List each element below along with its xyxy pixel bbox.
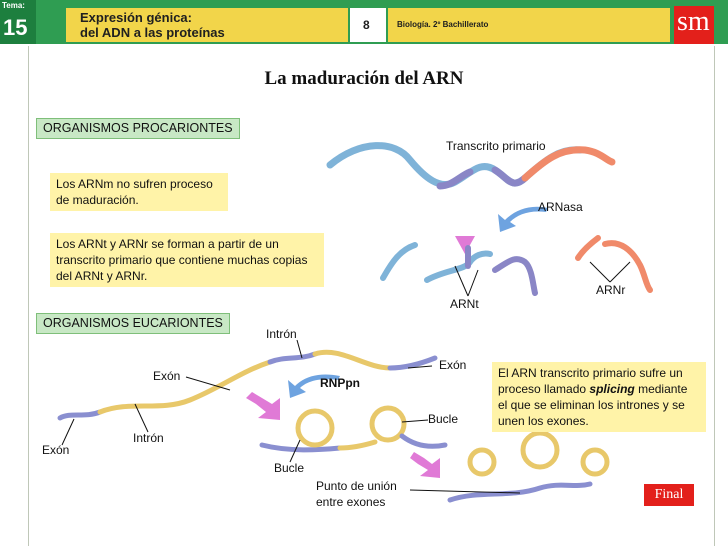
final-button[interactable]: Final <box>644 484 694 506</box>
section-label-prokaryotes: ORGANISMOS PROCARIONTES <box>36 118 240 139</box>
label-splice-junction-1: Punto de unión <box>316 479 397 493</box>
label-exon-right: Exón <box>439 358 467 372</box>
page-number-panel <box>350 8 386 42</box>
note-splicing-term: splicing <box>589 382 635 396</box>
sm-logo-text: sm <box>677 6 710 37</box>
rnppn-arrow-icon <box>288 374 340 398</box>
frame-left <box>28 46 29 546</box>
label-arnasa: ARNasa <box>538 200 583 214</box>
topic-title-line2: del ADN a las proteínas <box>80 25 225 40</box>
tema-number: 15 <box>3 15 28 40</box>
note-splicing-part1: El ARN transcrito primario sufre un proc… <box>498 366 683 396</box>
spliced-mrna-strand <box>447 430 610 503</box>
label-primary-transcript: Transcrito primario <box>446 139 546 153</box>
sm-logo <box>674 6 714 44</box>
label-bucle-right: Bucle <box>428 412 459 426</box>
topic-title-line1: Expresión génica: <box>80 10 192 25</box>
label-intron-top: Intrón <box>266 327 297 341</box>
label-rnppn: RNPpn <box>320 376 360 390</box>
primary-transcript-strand <box>326 142 616 190</box>
page-title: La maduración del ARN <box>264 68 464 89</box>
label-exon-bottom-left: Exón <box>42 443 70 457</box>
tema-label: Tema: <box>2 1 25 10</box>
label-intron-bottom: Intrón <box>133 431 164 445</box>
label-arnr: ARNr <box>596 283 626 297</box>
label-exon-middle: Exón <box>153 369 181 383</box>
pre-mrna-strand <box>57 349 438 421</box>
arnr-fragments <box>575 235 653 293</box>
title-panel <box>66 8 348 42</box>
note-trna-rrna: Los ARNt y ARNr se forman a partir de un… <box>50 233 324 287</box>
subject-label: Biología. 2º Bachillerato <box>397 20 489 29</box>
pink-diagonal-arrow-1-icon <box>246 392 280 420</box>
lariat-strand <box>259 405 448 453</box>
label-splice-junction-2: entre exones <box>316 495 386 509</box>
note-splicing-part2: mediante el que se eliminan los intrones… <box>498 382 688 428</box>
label-bucle-bottom: Bucle <box>274 461 305 475</box>
pink-down-arrow-icon <box>455 236 475 254</box>
arnasa-arrow-icon <box>498 206 548 232</box>
pink-diagonal-arrow-2-icon <box>410 452 440 478</box>
subject-panel <box>388 8 670 42</box>
tema-box <box>0 0 36 44</box>
section-label-eukaryotes: ORGANISMOS EUCARIONTES <box>36 313 230 334</box>
page-number: 8 <box>363 18 370 32</box>
frame-right <box>714 46 715 546</box>
note-splicing: El ARN transcrito primario sufre un proc… <box>492 362 706 432</box>
arnt-fragments <box>380 242 538 296</box>
note-mrna: Los ARNm no sufren proceso de maduración… <box>50 173 228 211</box>
label-arnt: ARNt <box>450 297 479 311</box>
